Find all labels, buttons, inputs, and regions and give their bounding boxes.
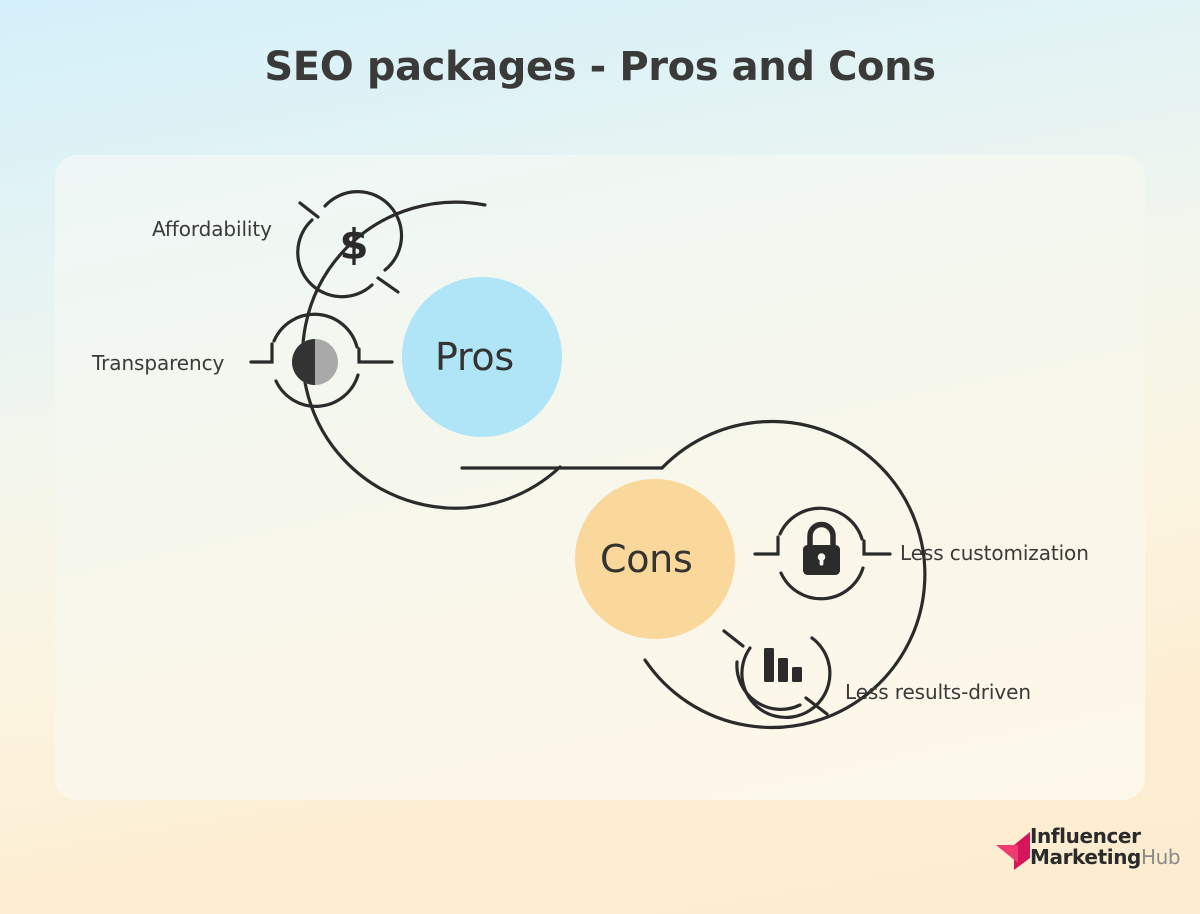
cons-bubble-label: Cons — [600, 537, 693, 581]
label-transparency: Transparency — [92, 351, 225, 375]
pink-arrow-icon — [996, 832, 1030, 870]
label-less-results-driven: Less results-driven — [845, 680, 1031, 704]
logo-line-marketinghub: MarketingHub — [1030, 845, 1181, 869]
label-less-customization: Less customization — [900, 541, 1089, 565]
page-title: SEO packages - Pros and Cons — [264, 44, 936, 90]
logo-marketing-text: Marketing — [1030, 845, 1141, 869]
logo-hub-text: Hub — [1140, 845, 1181, 869]
label-affordability: Affordability — [152, 217, 272, 241]
brand-logo[interactable]: Influencer MarketingHub — [996, 826, 1181, 876]
logo-wordmark: Influencer MarketingHub — [1030, 824, 1181, 869]
content-card — [55, 155, 1145, 800]
logo-line-influencer: Influencer — [1030, 824, 1141, 848]
pros-bubble-label: Pros — [435, 335, 514, 379]
